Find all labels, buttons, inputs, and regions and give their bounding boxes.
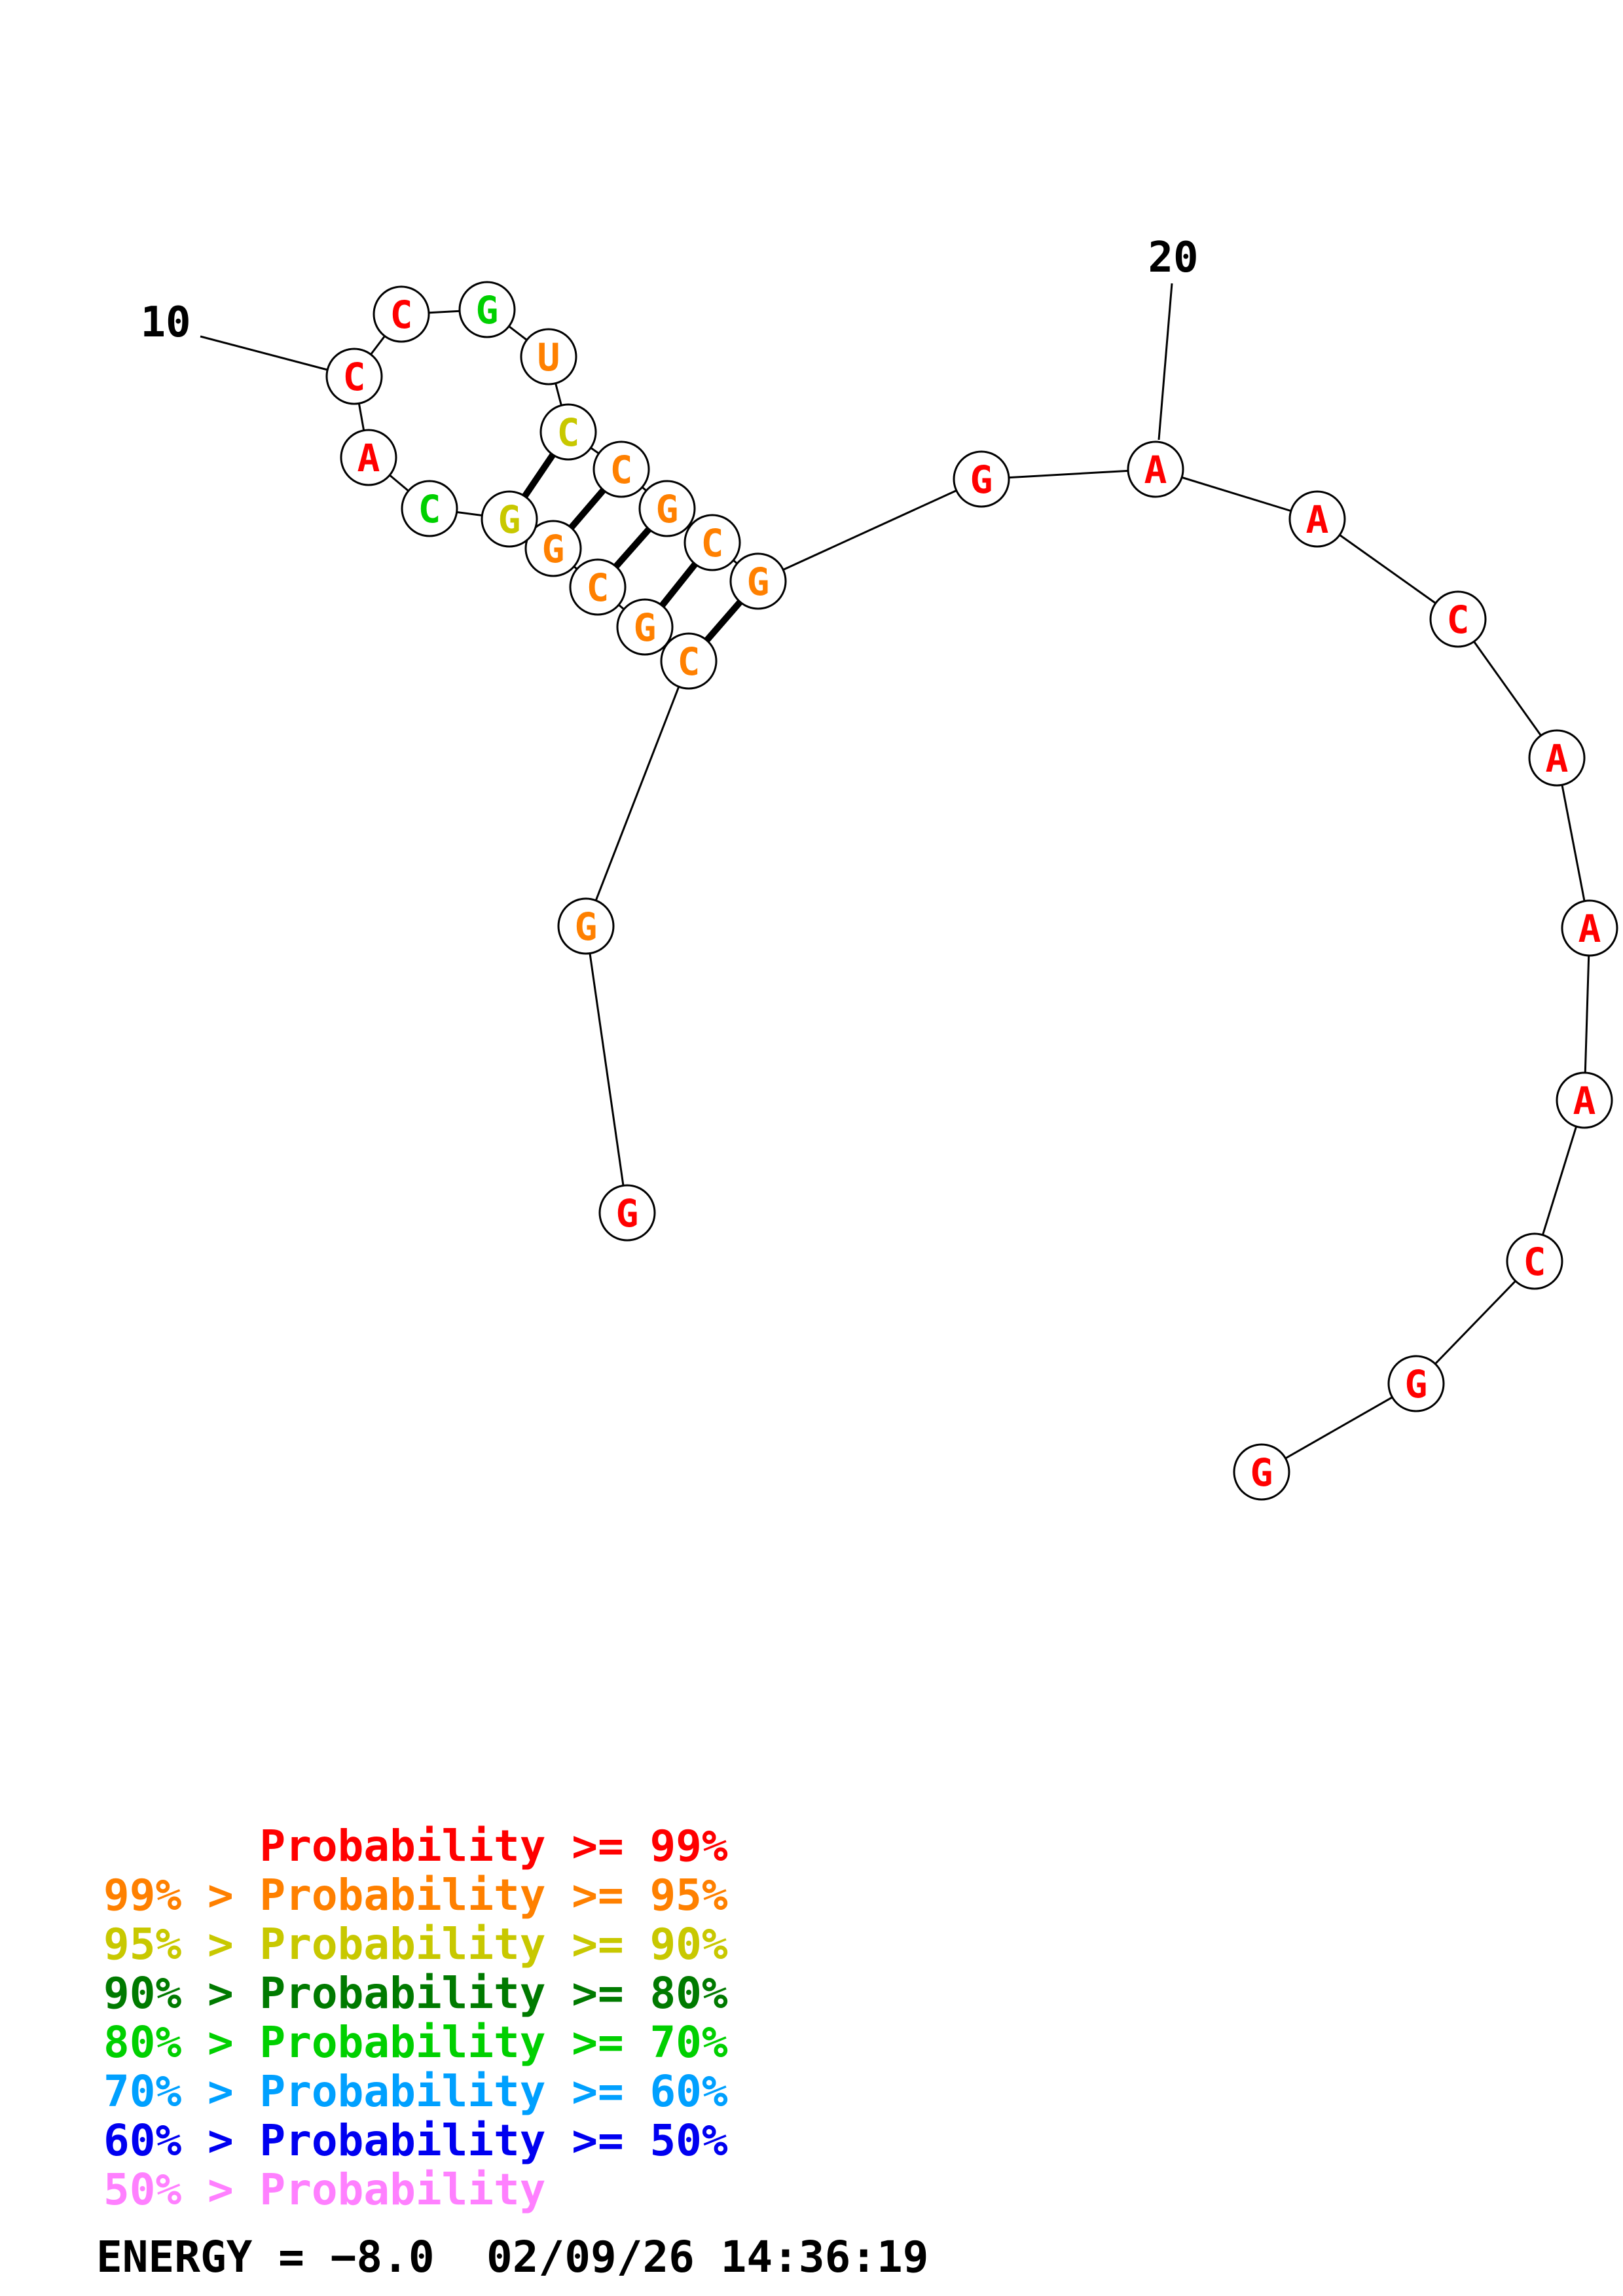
nucleotide-base: C [557,410,580,455]
sequence-number-label: 10 [140,298,191,347]
nucleotide-base: G [476,288,499,332]
nucleotide-base: G [634,605,657,650]
nucleotide-base: C [587,565,610,610]
sequence-number-label: 20 [1148,234,1198,282]
nucleotide-base: G [970,457,993,502]
nucleotide-circle [616,598,674,656]
nucleotide-base: C [678,639,701,684]
backbone-segment [1261,1382,1417,1473]
nucleotide-base: C [418,487,441,531]
nucleotide-circle [1387,1355,1445,1412]
number-label-line [200,335,328,371]
legend-line: 90% > Probability >= 80% [103,1968,728,2018]
nucleotide-circle [520,328,577,386]
legend-line: 60% > Probability >= 50% [103,2115,728,2166]
backbone-segment [1583,927,1591,1101]
nucleotide-circle [373,285,430,343]
nucleotide-circle [1506,1232,1563,1290]
nucleotide-base: C [1523,1240,1546,1284]
nucleotide-circle [481,490,538,548]
nucleotide-circle [593,440,650,498]
nucleotide-circle [729,552,787,610]
nucleotide-base: A [1144,448,1167,492]
nucleotide-base: C [701,521,724,565]
nucleotide-base: G [575,905,598,949]
nucleotide-circle [1556,1071,1613,1129]
nucleotide-circle [1429,590,1487,648]
nucleotide-circle [1127,440,1184,498]
legend-line: 99% > Probability >= 95% [103,1870,728,1920]
legend-line: 70% > Probability >= 60% [103,2066,728,2117]
nucleotide-base: C [610,448,633,492]
nucleotide-circle [1288,490,1346,548]
nucleotide-base: G [616,1191,639,1236]
nucleotide-base: A [1306,497,1329,542]
nucleotide-circle [401,480,458,537]
backbone-segment [1317,518,1459,620]
nucleotide-base: G [1405,1362,1428,1407]
nucleotide-base: A [357,436,380,480]
nucleotide-circle [598,1184,656,1242]
nucleotide-circle [1528,729,1586,787]
nucleotide-circle [557,897,615,955]
nucleotide-circle [569,558,627,616]
nucleotide-circle [638,480,696,537]
legend-line: 50% > Probability [103,2164,546,2215]
backbone-segment [585,925,629,1213]
nucleotide-circle [1561,899,1618,957]
nucleotide-base: G [498,497,521,542]
nucleotide-base: G [1250,1450,1273,1495]
legend-line: Probability >= 99% [103,1821,728,1871]
nucleotide-base: G [656,487,679,531]
nucleotide-base: C [1447,598,1470,642]
nucleotide-circle [539,403,597,461]
nucleotide-circle [524,520,582,577]
nucleotide-base: A [1573,1079,1596,1123]
nucleotide-circle [1233,1443,1290,1501]
nucleotide-base: C [390,293,413,337]
number-label-line [1158,283,1173,440]
nucleotide-circle [953,450,1010,508]
nucleotide-base: A [1578,906,1601,951]
probability-legend: Probability >= 99%99% > Probability >= 9… [103,1821,728,2214]
backbone-segment [1556,757,1591,929]
nucleotide-base: A [1546,736,1569,781]
legend-line: 95% > Probability >= 90% [103,1919,728,1969]
backbone-segment [981,468,1156,480]
nucleotide-circle [458,281,516,338]
energy-line: ENERGY = −8.0 02/09/26 14:36:19 [96,2232,929,2282]
nucleotide-base: U [538,335,560,380]
nucleotide-circle [325,348,383,405]
number-labels-layer: 10 20 [140,234,1199,440]
nucleotide-circle [684,514,741,571]
backbone-segment [757,478,982,583]
nucleotide-base: C [343,355,366,399]
nucleotide-base: G [747,560,770,604]
legend-line: 80% > Probability >= 70% [103,2017,728,2068]
nucleotide-base: G [542,527,565,571]
nucleotide-circle [660,632,718,690]
nucleotide-circle [340,429,397,486]
backbone-segment [585,660,690,927]
